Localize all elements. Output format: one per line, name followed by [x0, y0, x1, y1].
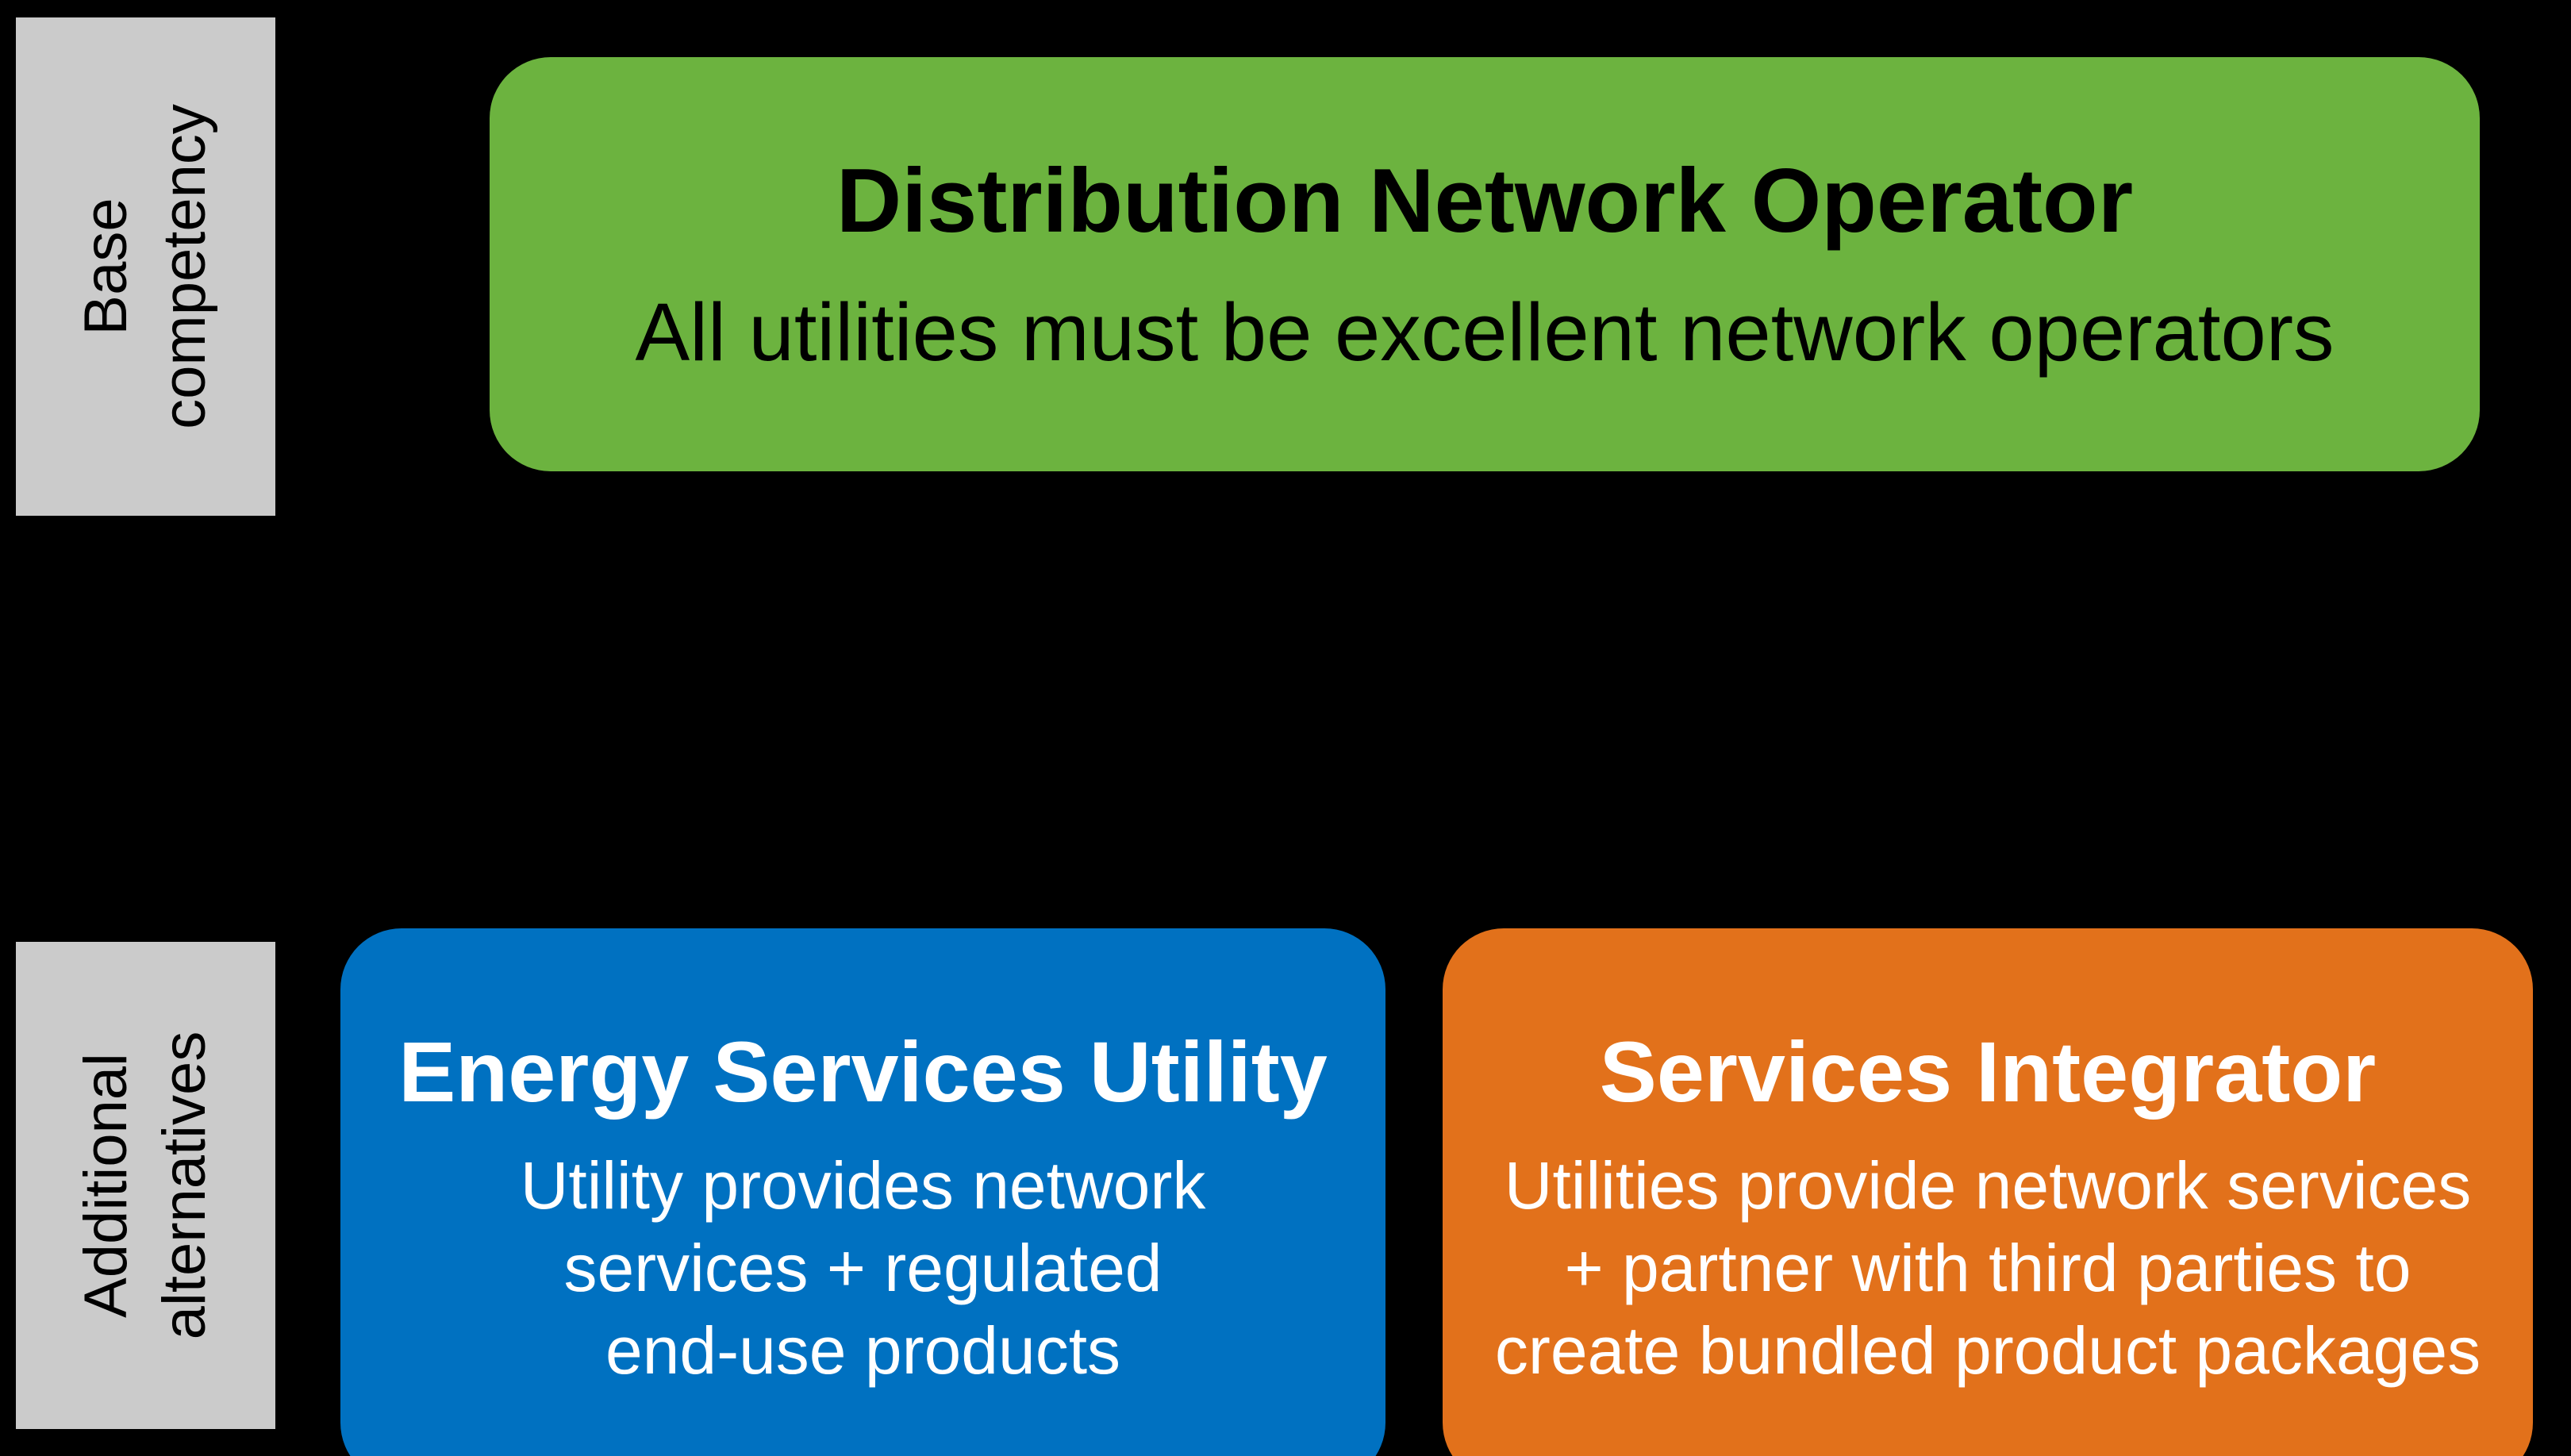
box-body: Utilities provide network services + par… — [1495, 1144, 2481, 1392]
box-title: Services Integrator — [1599, 1023, 2377, 1120]
row-label-line-2: alternatives — [150, 1031, 218, 1340]
box-energy-services-utility: Energy Services Utility Utility provides… — [340, 928, 1385, 1456]
box-body: Utility provides network services + regu… — [521, 1144, 1206, 1392]
box-body-line-2: services + regulated — [563, 1230, 1163, 1305]
box-body-line-1: Utility provides network — [520, 1147, 1206, 1223]
box-distribution-network-operator: Distribution Network Operator All utilit… — [490, 57, 2480, 471]
row-label-base-competency: Base competency — [16, 17, 275, 516]
box-subtitle: All utilities must be excellent network … — [635, 286, 2335, 378]
row-label-rotated-text: Base competency — [67, 104, 225, 429]
box-body-line-1: Utilities provide network services — [1504, 1147, 2472, 1223]
row-label-line-1: Additional — [71, 1053, 140, 1318]
box-title: Energy Services Utility — [398, 1023, 1328, 1120]
row-label-line-2: competency — [150, 104, 218, 429]
box-body-line-3: create bundled product packages — [1494, 1312, 2481, 1388]
box-body-line-3: end-use products — [605, 1312, 1121, 1388]
row-label-additional-alternatives: Additional alternatives — [16, 942, 275, 1429]
box-title: Distribution Network Operator — [836, 150, 2134, 252]
box-body-line-2: + partner with third parties to — [1564, 1230, 2412, 1305]
row-label-line-1: Base — [71, 198, 140, 336]
box-services-integrator: Services Integrator Utilities provide ne… — [1443, 928, 2533, 1456]
row-label-rotated-text: Additional alternatives — [67, 1031, 225, 1340]
